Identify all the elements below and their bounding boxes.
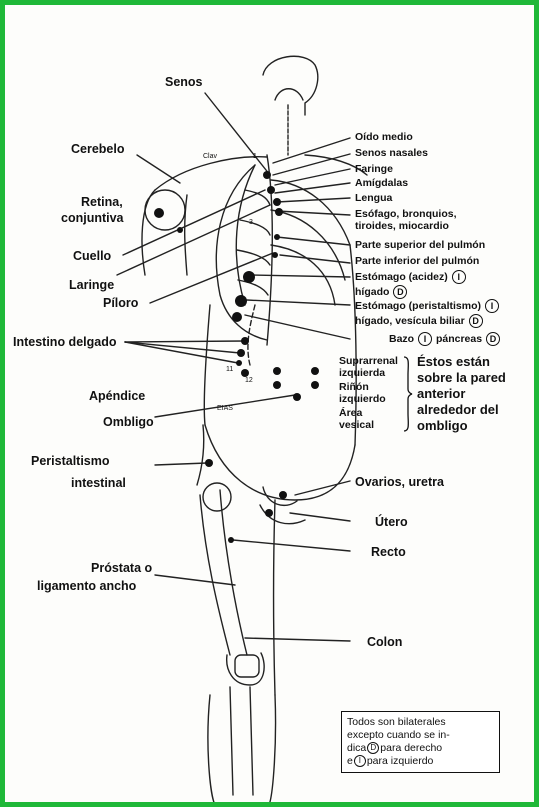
connector-cuello xyxy=(123,190,265,255)
label-peristaltismo: Peristaltismo xyxy=(31,454,110,468)
marker-izquierdo: I xyxy=(485,299,499,313)
label-estomago-acidez: Estómago (acidez) I xyxy=(355,270,467,284)
marker-izquierdo: I xyxy=(354,755,366,767)
shoulder-joint xyxy=(145,190,185,230)
label-estos-4: alrededor del xyxy=(417,403,499,417)
label-rinon-2: izquierdo xyxy=(339,393,386,405)
label-recto: Recto xyxy=(371,545,406,559)
label-rib-1: 1 xyxy=(253,153,257,161)
label-estos-3: anterior xyxy=(417,387,465,401)
connector-oido xyxy=(273,138,350,163)
label-amigdalas: Amígdalas xyxy=(355,177,408,189)
marker-derecho: D xyxy=(486,332,500,346)
connector-intestino-1 xyxy=(125,341,245,342)
note-line-2: excepto cuando se in- xyxy=(347,729,494,742)
label-rib-3: 3 xyxy=(249,219,253,227)
connector-peristaltismo xyxy=(155,463,207,465)
label-intestinal: intestinal xyxy=(71,476,126,490)
label-area-1: Área xyxy=(339,407,362,419)
femur xyxy=(200,495,230,655)
label-higado: hígado D xyxy=(355,285,408,299)
label-senos-nasales: Senos nasales xyxy=(355,147,428,159)
label-piloro: Píloro xyxy=(103,296,138,310)
label-estos-5: ombligo xyxy=(417,419,468,433)
note-line-1: Todos son bilaterales xyxy=(347,716,494,729)
reflex-points xyxy=(154,171,319,543)
label-higado-vesicula: hígado, vesícula biliar D xyxy=(355,314,484,328)
marker-derecho: D xyxy=(469,314,483,328)
connector-prostata xyxy=(155,575,235,585)
label-colon: Colon xyxy=(367,635,402,649)
marker-izquierdo: I xyxy=(452,270,466,284)
label-estomago-peristaltismo: Estómago (peristaltismo) I xyxy=(355,299,500,313)
label-prostata: Próstata o xyxy=(91,561,152,575)
label-ombligo: Ombligo xyxy=(103,415,154,429)
label-oido-medio: Oído medio xyxy=(355,131,413,143)
marker-izquierdo: I xyxy=(418,332,432,346)
label-estos-2: sobre la pared xyxy=(417,371,506,385)
label-bazo-pancreas: Bazo I páncreas D xyxy=(389,332,501,346)
label-eias: EIAS xyxy=(217,405,233,413)
label-ligamento: ligamento ancho xyxy=(37,579,136,593)
label-esofago-2: tiroides, miocardio xyxy=(355,220,449,232)
label-pulmon-superior: Parte superior del pulmón xyxy=(355,239,485,251)
skull-outline xyxy=(263,56,318,115)
label-lengua: Lengua xyxy=(355,192,392,204)
label-esofago-1: Esófago, bronquios, xyxy=(355,208,457,220)
label-conjuntiva: conjuntiva xyxy=(61,211,124,225)
label-utero: Útero xyxy=(375,515,408,529)
grouping-brace xyxy=(402,355,414,433)
ribcage-left xyxy=(216,165,267,340)
label-laringe: Laringe xyxy=(69,278,114,292)
label-rib-12: 12 xyxy=(245,377,253,385)
label-suprarrenal-2: izquierda xyxy=(339,367,385,379)
label-retina: Retina, xyxy=(81,195,123,209)
label-clav: Clav xyxy=(203,153,217,161)
label-cuello: Cuello xyxy=(73,249,111,263)
label-cerebelo: Cerebelo xyxy=(71,142,125,156)
label-intestino-delgado: Intestino delgado xyxy=(13,335,116,349)
sternum xyxy=(267,155,272,345)
label-pulmon-inferior: Parte inferior del pulmón xyxy=(355,255,479,267)
label-ovarios-uretra: Ovarios, uretra xyxy=(355,475,444,489)
connector-laringe xyxy=(117,205,270,275)
label-estos-1: Éstos están xyxy=(417,355,490,369)
label-suprarrenal-1: Suprarrenal xyxy=(339,355,398,367)
legend-note-box: Todos son bilaterales excepto cuando se … xyxy=(341,711,500,773)
marker-derecho: D xyxy=(367,742,379,754)
marker-derecho: D xyxy=(393,285,407,299)
label-rib-11: 11 xyxy=(226,366,233,374)
clavicle-left xyxy=(155,157,267,190)
label-area-2: vesical xyxy=(339,419,374,431)
label-senos: Senos xyxy=(165,75,203,89)
label-rinon-1: Riñón xyxy=(339,381,369,393)
connector-cerebelo xyxy=(137,155,180,183)
label-apendice: Apéndice xyxy=(89,389,145,403)
label-faringe: Faringe xyxy=(355,163,393,175)
